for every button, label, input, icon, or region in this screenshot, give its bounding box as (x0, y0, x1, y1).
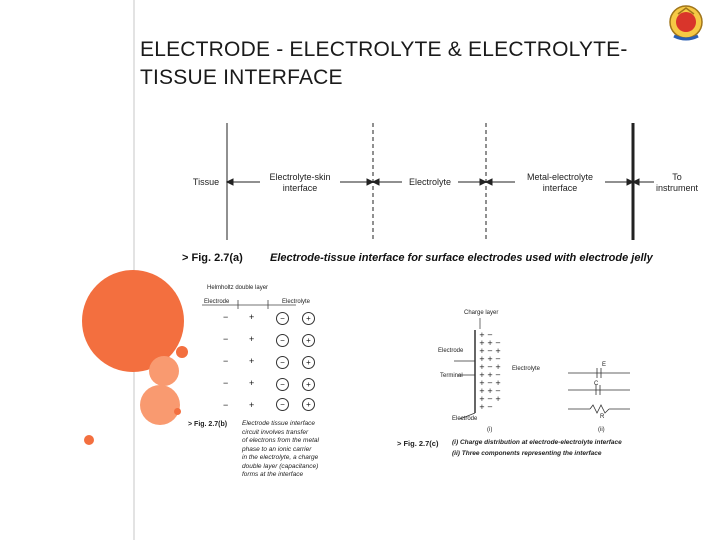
svg-text:+ − +: + − + (479, 395, 501, 403)
figure-c-ref: > Fig. 2.7(c) (397, 439, 439, 448)
b-electrode-sign: − (223, 334, 229, 344)
svg-text:+ − +: + − + (479, 379, 501, 387)
decor-circle-medium (149, 356, 179, 386)
slide-title: ELECTRODE - ELECTROLYTE & ELECTROLYTE-TI… (140, 38, 628, 89)
figure-a-caption: Electrode-tissue interface for surface e… (270, 252, 653, 264)
ion-negative: − (276, 312, 289, 325)
figure-b-diagram (202, 300, 296, 309)
figure-a-ref-text: Fig. 2.7(a) (191, 252, 243, 264)
label-terminal: Terminal (440, 373, 463, 379)
label-helmholtz: Helmholtz double layer (207, 285, 269, 291)
ion-negative: − (276, 356, 289, 369)
caption-line: phase to an ionic carrier (242, 445, 312, 453)
b-electrode-sign: − (223, 400, 229, 410)
decor-circle-large (82, 270, 184, 372)
decor-circle-dot (84, 435, 94, 445)
figure-c-caption-ii: (ii) Three components representing the i… (452, 450, 602, 457)
label-c-electrode-bottom: Electrode (452, 416, 478, 422)
label-charge-layer: Charge layer (464, 310, 499, 316)
b-layer-sign: + (249, 356, 255, 366)
ion-negative: − (276, 398, 289, 411)
svg-text:+ + −: + + − (479, 339, 501, 347)
svg-text:+ −: + − (479, 331, 493, 339)
label-comp-r: R (600, 414, 605, 420)
label-tissue: Tissue (192, 177, 220, 187)
emblem-logo (669, 5, 703, 41)
figure-c-diagram: + − + + − + − + + + − + − + + + − + − + … (454, 318, 630, 420)
ion-positive: + (302, 334, 315, 347)
decor-circle-dot2 (174, 408, 181, 415)
caption-line: in the electrolyte, a charge (242, 454, 319, 461)
b-layer-sign: + (249, 334, 255, 344)
ion-positive: + (302, 398, 315, 411)
svg-text:+ + −: + + − (479, 371, 501, 379)
ion-negative: − (276, 378, 289, 391)
label-comp-c: C (594, 381, 599, 387)
figure-c-ref-text: Fig. 2.7(c) (403, 439, 439, 448)
ion-positive: + (302, 378, 315, 391)
ion-positive: + (302, 312, 315, 325)
label-c-electrolyte: Electrolyte (512, 366, 541, 372)
caption-line: double layer (capacitance) (242, 462, 319, 470)
label-ii: (ii) (598, 427, 605, 433)
b-layer-sign: + (249, 378, 255, 388)
figure-b-caption: Electrode tissue interface circuit invol… (242, 420, 352, 480)
ion-positive: + (302, 356, 315, 369)
ion-negative: − (276, 334, 289, 347)
caption-line: Electrode tissue interface (242, 420, 315, 427)
figure-b-ref-text: Fig. 2.7(b) (194, 421, 228, 428)
b-layer-sign: + (249, 400, 255, 410)
svg-text:+ − +: + − + (479, 347, 501, 355)
figure-c-caption-i: (i) Charge distribution at electrode-ele… (452, 439, 622, 446)
b-layer-sign: + (249, 312, 255, 322)
decor-circle-small (176, 346, 188, 358)
figure-b-ref: > Fig. 2.7(b) (188, 421, 228, 428)
label-b-electrode: Electrode (204, 299, 230, 305)
b-electrode-sign: − (223, 378, 229, 388)
figure-a-diagram (225, 123, 654, 240)
label-comp-e: E (602, 362, 607, 368)
b-electrode-sign: − (223, 312, 229, 322)
caption-line: circuit involves transfer (242, 428, 309, 436)
label-c-electrode: Electrode (438, 348, 464, 354)
decor-circle-mid2 (140, 385, 180, 425)
svg-text:+ − +: + − + (479, 363, 501, 371)
svg-text:+ + −: + + − (479, 355, 501, 363)
b-electrode-sign: − (223, 356, 229, 366)
label-electrolyte: Electrolyte (408, 177, 452, 187)
label-metal-electrolyte: Metal-electrolyte interface (526, 172, 594, 193)
figure-a-ref: > Fig. 2.7(a) (182, 252, 243, 264)
label-electrolyte-skin: Electrolyte-skin interface (269, 172, 331, 193)
caption-line: of electrons from the metal (242, 437, 319, 444)
label-instrument: To instrument (655, 172, 699, 193)
svg-text:+ −: + − (479, 403, 493, 411)
caption-line: forms at the interface (242, 471, 304, 478)
svg-text:+ + −: + + − (479, 387, 501, 395)
label-i: (i) (487, 427, 493, 433)
label-b-electrolyte: Electrolyte (282, 299, 311, 305)
